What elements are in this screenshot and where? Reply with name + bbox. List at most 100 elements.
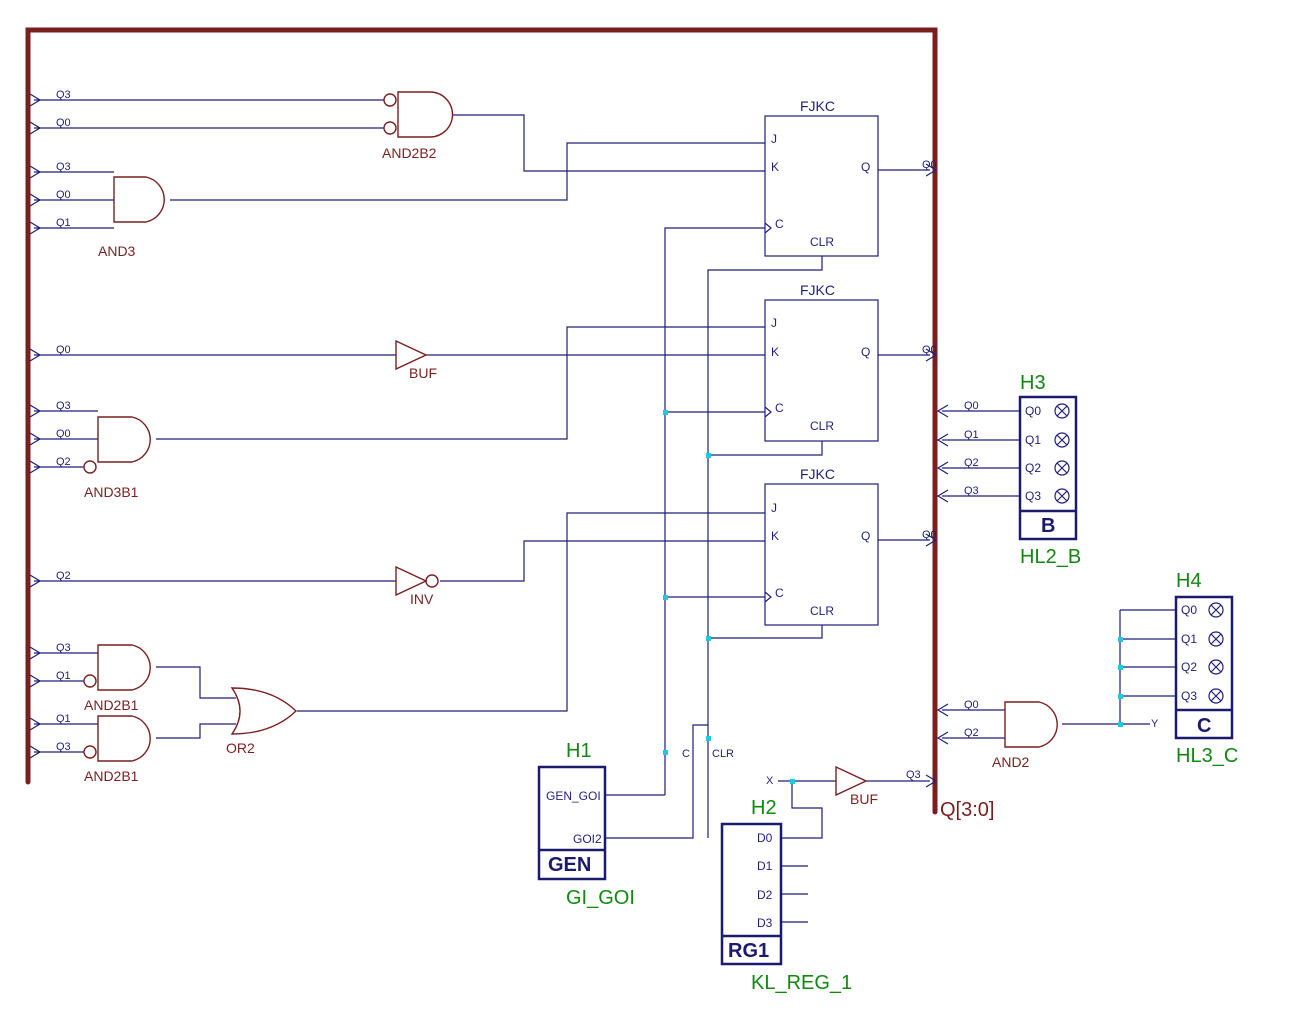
ff-type: FJKC xyxy=(800,98,835,114)
gate-and2: AND2 xyxy=(992,701,1058,770)
gate-label: AND2B2 xyxy=(382,145,437,161)
svg-text:Q2: Q2 xyxy=(1181,660,1197,674)
flipflop-2: FJKC J K C Q CLR xyxy=(764,282,879,442)
svg-text:J: J xyxy=(771,316,777,330)
gate-and2b2: AND2B2 xyxy=(382,91,454,161)
net-label: Q2 xyxy=(964,727,979,739)
svg-text:C: C xyxy=(775,401,784,415)
block-h3-indicator: H3 Q0 Q1 Q2 Q3 B HL2_B xyxy=(1018,372,1081,568)
svg-text:CLR: CLR xyxy=(810,235,834,249)
lamp-icon xyxy=(1208,631,1224,647)
gate-buf: BUF xyxy=(395,339,437,381)
svg-text:K: K xyxy=(771,345,779,359)
lamp-icon xyxy=(1208,602,1224,618)
wires xyxy=(34,99,1176,923)
junctions xyxy=(663,410,1123,784)
svg-text:C: C xyxy=(775,217,784,231)
ff-type: FJKC xyxy=(800,466,835,482)
lamp-icon xyxy=(1054,488,1070,504)
gate-label: AND3 xyxy=(98,243,136,259)
block-h1-generator: H1 GEN_GOI GOI2 GEN GI_GOI xyxy=(537,740,635,909)
svg-text:Q1: Q1 xyxy=(1025,433,1041,447)
gate-label: OR2 xyxy=(226,740,255,756)
net-label: Q2 xyxy=(56,456,71,468)
svg-text:GEN_GOI: GEN_GOI xyxy=(546,789,601,803)
svg-text:C: C xyxy=(775,586,784,600)
svg-text:Q0: Q0 xyxy=(1181,603,1197,617)
net-label: Q3 xyxy=(56,161,71,173)
gate-and3b1: AND3B1 xyxy=(83,416,151,500)
flipflop-1: FJKC J K C Q CLR xyxy=(764,98,879,257)
net-label: Q0 xyxy=(964,400,979,412)
block-ref: H3 xyxy=(1020,372,1046,394)
svg-text:Q: Q xyxy=(861,160,870,174)
net-label: Q0 xyxy=(922,529,937,541)
svg-text:CLR: CLR xyxy=(810,419,834,433)
svg-text:J: J xyxy=(771,501,777,515)
bus-label: Q[3:0] xyxy=(940,799,994,821)
net-label: Q0 xyxy=(922,344,937,356)
net-label: Q2 xyxy=(964,457,979,469)
svg-text:Q: Q xyxy=(861,529,870,543)
bus-entries xyxy=(29,93,949,788)
net-label: Q1 xyxy=(56,217,71,229)
lamp-icon xyxy=(1208,688,1224,704)
svg-text:D3: D3 xyxy=(757,916,773,930)
svg-text:Q: Q xyxy=(861,345,870,359)
gate-and2b1-bottom: AND2B1 xyxy=(83,715,151,784)
net-label: Q1 xyxy=(56,713,71,725)
svg-text:CLR: CLR xyxy=(810,604,834,618)
gate-label: INV xyxy=(410,591,434,607)
bus-q: Q[3:0] xyxy=(25,27,994,821)
block-label: RG1 xyxy=(728,940,769,962)
net-label: Q3 xyxy=(56,400,71,412)
svg-text:GOI2: GOI2 xyxy=(573,832,602,846)
net-label-y: Y xyxy=(1151,718,1159,730)
block-name: GI_GOI xyxy=(566,887,635,909)
net-label: Q3 xyxy=(56,741,71,753)
svg-text:Q3: Q3 xyxy=(1025,489,1041,503)
svg-text:K: K xyxy=(771,529,779,543)
net-label: Q3 xyxy=(964,485,979,497)
gate-inv: INV xyxy=(395,565,439,607)
svg-text:J: J xyxy=(771,132,777,146)
svg-text:D1: D1 xyxy=(757,859,773,873)
gate-label: AND3B1 xyxy=(84,484,139,500)
block-label: GEN xyxy=(548,854,591,876)
lamp-icon xyxy=(1208,659,1224,675)
svg-text:D0: D0 xyxy=(757,831,773,845)
net-label: Q1 xyxy=(964,429,979,441)
net-label-clock: C xyxy=(682,748,690,760)
block-label: C xyxy=(1197,715,1211,737)
block-label: B xyxy=(1041,515,1055,537)
gate-label: BUF xyxy=(409,365,437,381)
svg-text:Q3: Q3 xyxy=(1181,689,1197,703)
svg-text:D2: D2 xyxy=(757,888,773,902)
net-label: Q2 xyxy=(56,570,71,582)
gate-label: AND2 xyxy=(992,754,1030,770)
gate-label: AND2B1 xyxy=(84,697,139,713)
block-h4-indicator: H4 Q0 Q1 Q2 Q3 C HL3_C xyxy=(1174,570,1238,767)
net-label: Q3 xyxy=(56,642,71,654)
lamp-icon xyxy=(1054,432,1070,448)
block-name: HL2_B xyxy=(1020,546,1081,568)
gate-and3: AND3 xyxy=(98,176,165,259)
svg-text:Q0: Q0 xyxy=(1025,404,1041,418)
gate-or2: OR2 xyxy=(226,687,298,756)
bus-left xyxy=(25,27,938,815)
net-label: Q0 xyxy=(56,428,71,440)
gate-label: BUF xyxy=(850,791,878,807)
svg-text:Q2: Q2 xyxy=(1025,461,1041,475)
block-name: HL3_C xyxy=(1176,745,1238,767)
net-label: Q0 xyxy=(56,344,71,356)
net-label: Q0 xyxy=(922,159,937,171)
ff-type: FJKC xyxy=(800,282,835,298)
net-labels: Q3 Q0 Q3 Q0 Q1 Q0 Q3 Q0 Q2 Q2 Q3 Q1 Q1 Q… xyxy=(56,89,1159,787)
net-label: Q3 xyxy=(56,89,71,101)
gate-buf-bottom: BUF xyxy=(835,765,878,807)
net-label: Q0 xyxy=(964,699,979,711)
svg-text:Q1: Q1 xyxy=(1181,632,1197,646)
lamp-icon xyxy=(1054,460,1070,476)
net-label: Q0 xyxy=(56,117,71,129)
